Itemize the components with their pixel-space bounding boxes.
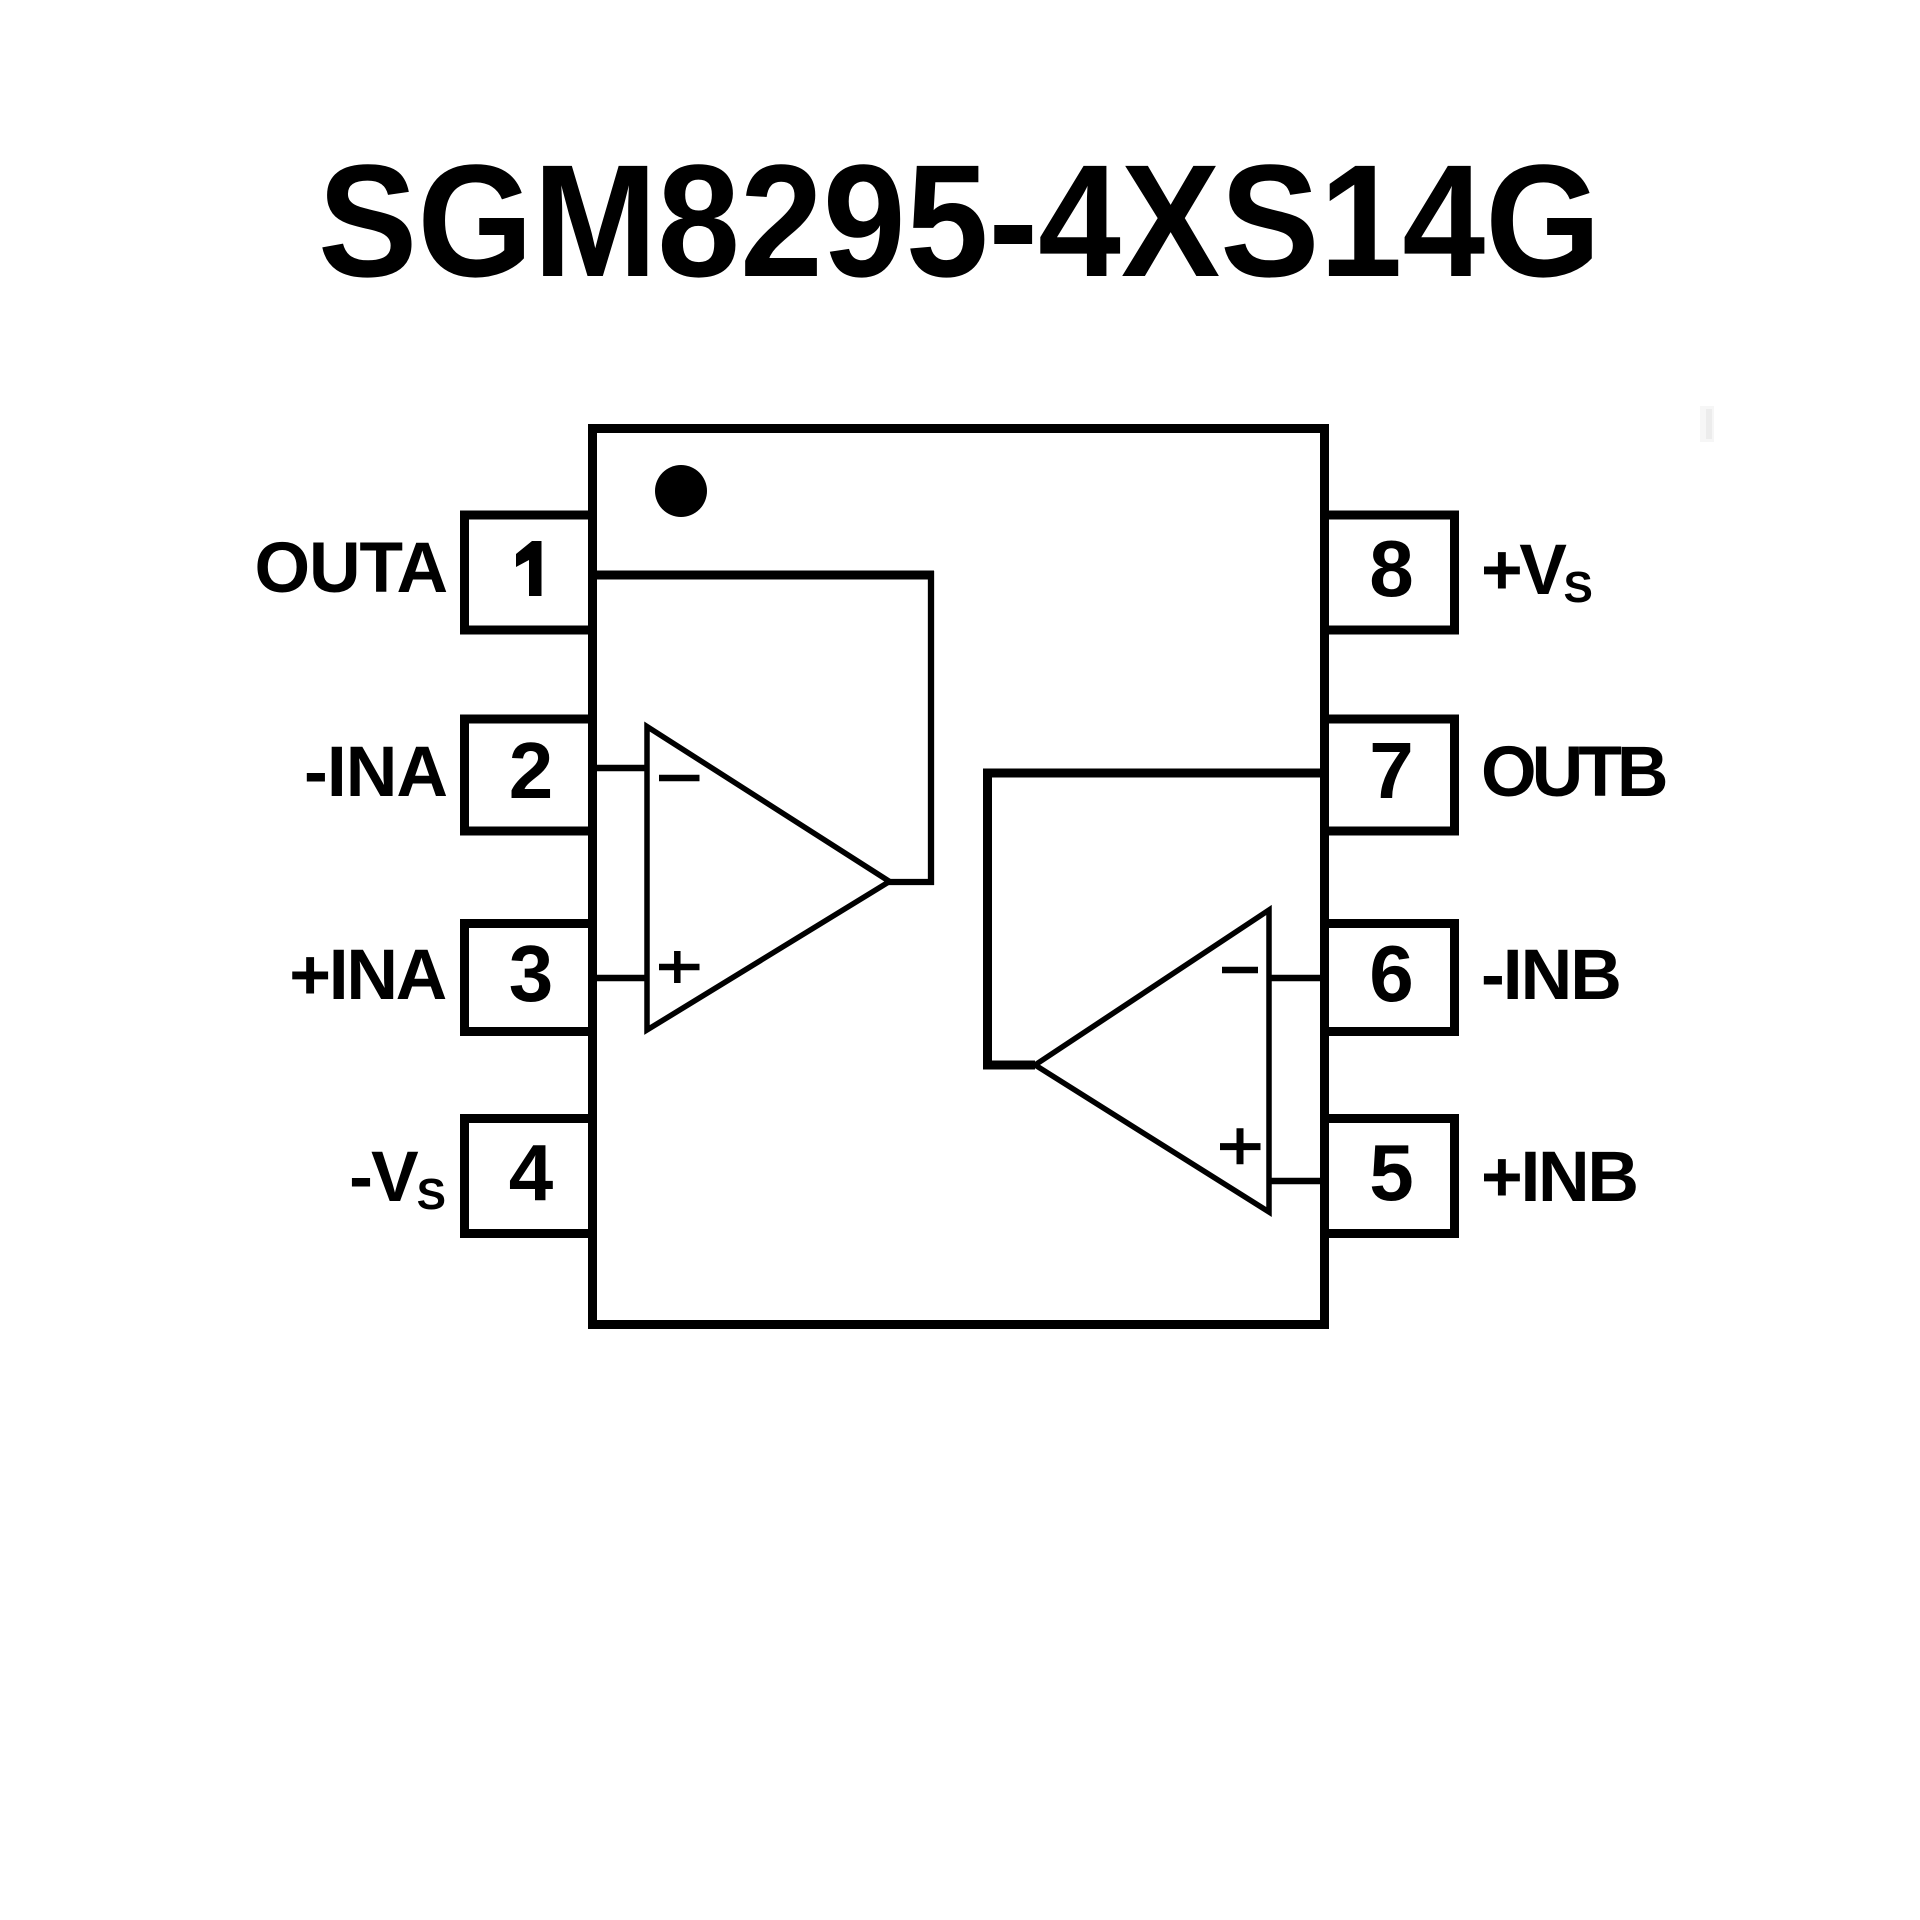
svg-text:-VS: -VS — [349, 1137, 445, 1219]
svg-text:SGM8295-4XS14G: SGM8295-4XS14G — [318, 131, 1601, 310]
svg-text:+INB: +INB — [1481, 1137, 1637, 1217]
svg-text:OUTB: OUTB — [1481, 732, 1666, 812]
svg-text:4: 4 — [509, 1128, 554, 1217]
svg-text:OUTA: OUTA — [255, 528, 447, 608]
svg-text:-INA: -INA — [304, 732, 447, 812]
svg-text:6: 6 — [1369, 929, 1414, 1018]
svg-text:5: 5 — [1369, 1128, 1414, 1217]
svg-text:+INA: +INA — [289, 935, 445, 1015]
svg-text:-INB: -INB — [1481, 935, 1620, 1015]
svg-text:3: 3 — [509, 929, 554, 1018]
svg-text:2: 2 — [509, 726, 554, 815]
svg-text:8: 8 — [1369, 524, 1414, 613]
svg-text:7: 7 — [1369, 726, 1414, 815]
